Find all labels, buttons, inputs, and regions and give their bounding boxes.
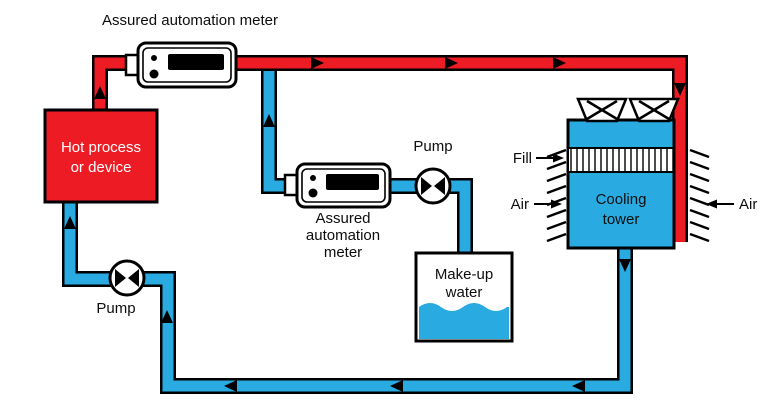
air-right-arrow-icon [706,199,717,209]
lower-pump-label: Pump [96,300,135,317]
meter-display [326,174,379,190]
hot-process-label-line2: or device [71,159,132,176]
flow-arrow-down-icon [674,83,686,96]
air-label-left: Air [511,196,529,213]
tower-label-line1: Cooling [596,191,647,208]
fan-icon-left [576,97,628,123]
hot-process-box: Hot process or device [43,108,159,204]
meter-display [168,54,224,70]
meter-button-icon [308,188,318,198]
flow-arrow-right-icon [553,57,566,69]
flow-arrow-up-icon [263,114,275,127]
flow-arrow-right-icon [445,57,458,69]
cooling-tower: Cooling tower Fill Air Air [511,97,757,250]
tank-border [414,251,514,343]
fan-icon-right [628,97,680,123]
tower-fill-band [567,147,675,173]
mid-meter-label-line1: Assured [315,210,370,227]
mid-meter-label-line3: meter [324,244,362,261]
tower-label-line2: tower [603,211,640,228]
meter-led-icon [310,175,316,181]
meter-inner-frame [142,47,232,83]
hot-process-rect [43,108,159,204]
flow-arrow-left-icon [572,380,585,392]
top-meter-label: Assured automation meter [102,12,278,29]
makeup-water-tank: Make-up water [414,251,514,343]
tank-label-line2: water [445,284,483,301]
flow-arrow-up-icon [94,86,106,99]
flow-arrow-up-icon [161,310,173,323]
cold-return-pipe [64,190,631,392]
flow-arrow-left-icon [224,380,237,392]
fill-pointer-arrow-icon [553,153,564,163]
flow-arrow-left-icon [390,380,403,392]
flow-arrow-up-icon [64,216,76,229]
hot-process-label-line1: Hot process [61,139,141,156]
pump-upper-icon [414,167,452,205]
tank-water [419,303,509,339]
louvers-left-icon [546,148,567,243]
tank-label-line1: Make-up [435,266,493,283]
fill-label: Fill [513,150,532,167]
flow-meter-middle [283,162,392,209]
upper-pump-label: Pump [413,138,452,155]
meter-led-icon [151,55,157,61]
meter-button-icon [149,69,159,79]
tower-shell [566,118,676,250]
air-left-arrow-icon [551,199,562,209]
flow-arrow-down-icon [619,259,631,272]
flow-meter-top [124,41,238,89]
louvers-right-icon [689,148,710,243]
pump-lower-icon [108,259,146,297]
flow-arrow-right-icon [311,57,324,69]
meter-inner-frame [301,168,386,203]
flow-arrows [64,57,686,392]
air-label-right: Air [739,196,757,213]
mid-meter-label-line2: automation [306,227,380,244]
